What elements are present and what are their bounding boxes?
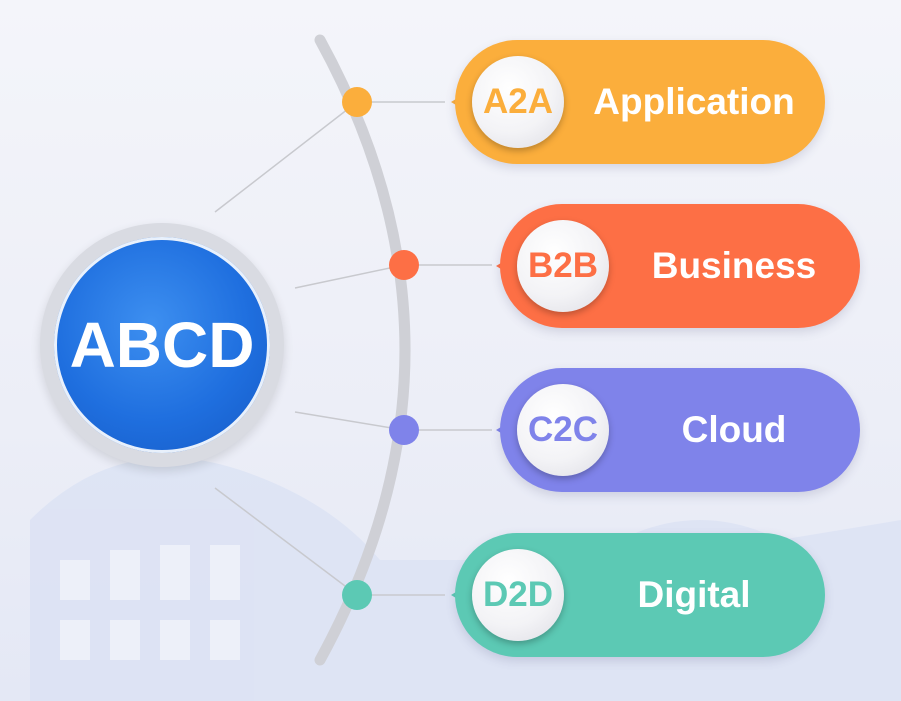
item-pill-cloud: C2C Cloud (500, 368, 860, 492)
item-code-badge: B2B (517, 220, 609, 312)
item-code-badge: D2D (472, 549, 564, 641)
item-pill-business: B2B Business (500, 204, 860, 328)
center-circle: ABCD (54, 237, 270, 453)
arc-dot-cloud (389, 415, 419, 445)
center-node: ABCD (40, 223, 284, 467)
arc-dot-digital (342, 580, 372, 610)
arc-dot-application (342, 87, 372, 117)
item-pill-digital: D2D Digital (455, 533, 825, 657)
arc-dot-business (389, 250, 419, 280)
item-label: Digital (637, 574, 751, 615)
item-code-badge: C2C (517, 384, 609, 476)
item-pill-application: A2A Application (455, 40, 825, 164)
item-label: Business (651, 245, 817, 286)
center-label: ABCD (69, 309, 255, 381)
item-label: Cloud (681, 409, 787, 450)
item-code-badge: A2A (472, 56, 564, 148)
item-label: Application (593, 81, 795, 122)
curved-timeline-arc (314, 34, 411, 666)
